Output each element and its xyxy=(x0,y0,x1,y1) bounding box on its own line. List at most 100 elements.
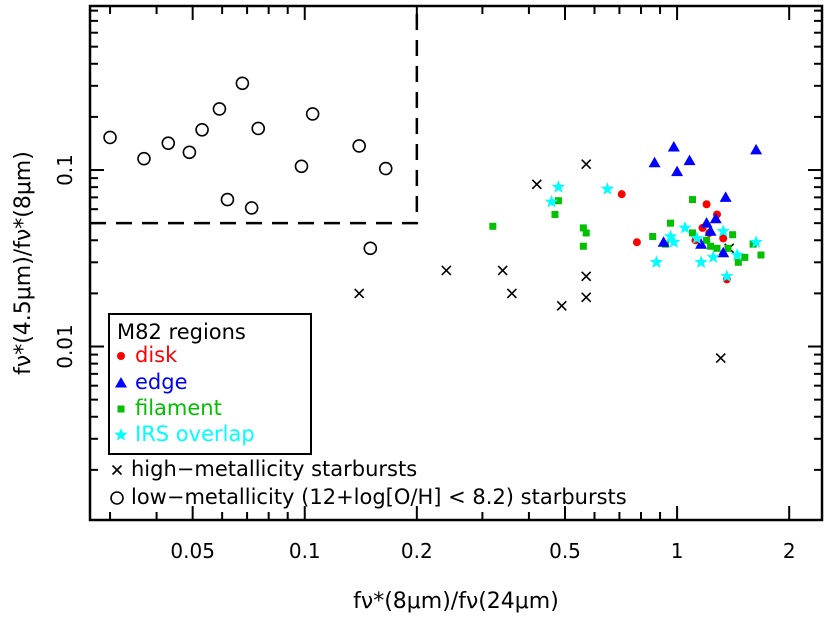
data-point xyxy=(717,246,730,258)
data-points xyxy=(103,76,765,364)
x-tick-label: 0.2 xyxy=(401,539,433,563)
data-point xyxy=(704,225,717,236)
x-tick-label: 1 xyxy=(671,539,684,563)
data-point xyxy=(757,251,765,259)
data-point xyxy=(551,210,559,218)
legend-label: edge xyxy=(135,370,188,394)
data-point xyxy=(251,121,266,136)
data-point xyxy=(702,200,711,209)
data-point xyxy=(600,182,615,195)
data-point xyxy=(667,141,680,152)
legend-marker xyxy=(117,352,125,360)
data-point xyxy=(719,234,728,243)
data-point xyxy=(294,159,309,174)
data-point xyxy=(750,143,763,155)
y-axis-label: fν*(4.5μm)/fν*(8μm) xyxy=(11,151,36,375)
data-point xyxy=(354,288,365,299)
data-point xyxy=(212,102,227,116)
data-point xyxy=(352,139,366,153)
legend-box xyxy=(108,313,312,455)
x-tick-label: 0.05 xyxy=(170,539,215,563)
x-tick-label: 0.5 xyxy=(549,539,581,563)
data-point xyxy=(648,156,661,168)
data-point xyxy=(531,179,542,190)
legend-marker xyxy=(111,464,123,476)
axis-ticks xyxy=(90,6,822,520)
data-point xyxy=(497,265,508,276)
data-point xyxy=(235,76,250,91)
data-point xyxy=(579,242,587,250)
data-point xyxy=(730,248,744,261)
data-point xyxy=(715,353,726,364)
data-point xyxy=(581,271,592,282)
data-point xyxy=(720,269,734,282)
legend-item: IRS overlap xyxy=(114,422,255,446)
data-point xyxy=(671,165,684,177)
data-point xyxy=(305,107,320,121)
legend-label: disk xyxy=(135,343,178,367)
y-tick-labels: 0.01 0.1 xyxy=(53,154,77,369)
data-point xyxy=(137,151,151,166)
data-point xyxy=(741,253,749,261)
x-tick-labels: 0.05 0.1 0.2 0.5 1 2 xyxy=(170,539,795,563)
legend-item: high−metallicity starbursts xyxy=(111,457,417,481)
legend-item: disk xyxy=(117,343,178,367)
data-point xyxy=(689,229,697,237)
legend-item: low−metallicity (12+log[O/H] < 8.2) star… xyxy=(110,485,627,509)
legend-item: filament xyxy=(117,396,222,420)
data-point xyxy=(716,224,730,237)
series-irs-overlap xyxy=(544,180,763,282)
legend-item: edge xyxy=(115,370,188,394)
legend-marker xyxy=(115,377,127,388)
series-edge xyxy=(648,141,763,258)
legend-label: high−metallicity starbursts xyxy=(131,457,417,481)
data-point xyxy=(690,231,704,245)
data-point xyxy=(544,194,559,208)
data-point xyxy=(579,224,587,232)
legend-label: filament xyxy=(135,396,222,420)
y-tick-label: 0.1 xyxy=(53,154,77,186)
legend-marker xyxy=(110,491,124,505)
data-point xyxy=(749,235,763,248)
data-point xyxy=(694,255,708,268)
data-point xyxy=(581,292,592,303)
data-point xyxy=(663,229,678,243)
y-tick-label: 0.01 xyxy=(53,324,77,369)
data-point xyxy=(617,190,626,199)
x-tick-label: 2 xyxy=(783,539,796,563)
data-point xyxy=(678,220,692,234)
data-point xyxy=(506,288,517,299)
data-point xyxy=(683,154,696,166)
data-point xyxy=(657,236,670,247)
data-point xyxy=(195,123,209,137)
data-point xyxy=(667,235,681,248)
data-point xyxy=(632,238,641,247)
data-point xyxy=(724,244,732,252)
data-point xyxy=(551,180,566,193)
data-point xyxy=(556,300,567,311)
data-point xyxy=(729,231,737,239)
data-point xyxy=(706,250,720,264)
x-tick-label: 0.1 xyxy=(289,539,321,563)
legend-label: IRS overlap xyxy=(135,422,255,446)
data-point xyxy=(649,255,664,268)
data-point xyxy=(489,222,497,230)
low-metallicity-region-box xyxy=(90,6,419,225)
data-point xyxy=(582,229,590,237)
legend-title: M82 regions xyxy=(117,320,246,344)
data-point xyxy=(161,136,176,150)
data-point xyxy=(363,241,378,256)
legend-marker xyxy=(117,405,125,413)
data-point xyxy=(703,236,711,244)
data-point xyxy=(649,233,657,241)
data-point xyxy=(378,161,393,176)
x-axis-label: fν*(8μm)/fν(24μm) xyxy=(353,589,559,614)
data-point xyxy=(719,191,732,202)
data-point xyxy=(666,219,674,227)
legend-label: low−metallicity (12+log[O/H] < 8.2) star… xyxy=(131,485,627,509)
data-point xyxy=(554,197,562,205)
data-point xyxy=(103,130,117,145)
data-point xyxy=(182,145,197,160)
